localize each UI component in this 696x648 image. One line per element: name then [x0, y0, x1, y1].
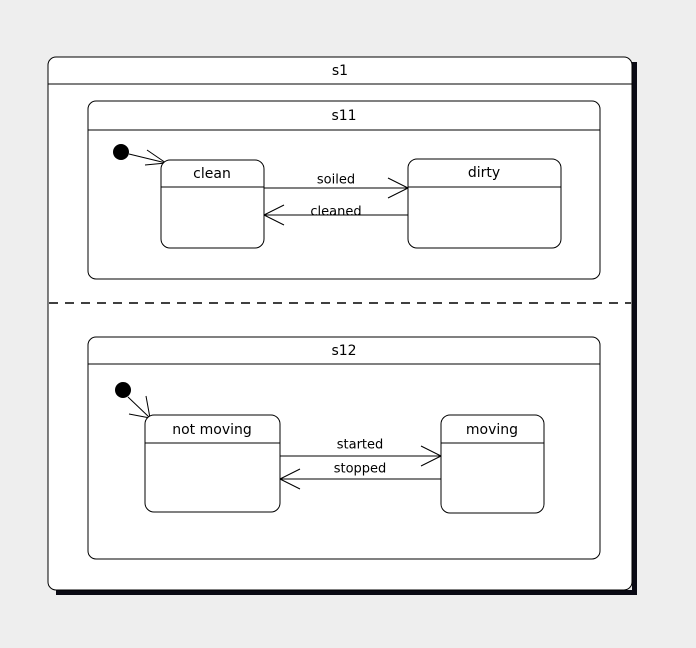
s12-initial-state-marker[interactable]: [115, 382, 131, 398]
state-dirty-label: dirty: [468, 165, 500, 181]
s1-border[interactable]: [47, 56, 633, 591]
state-clean-label: clean: [193, 166, 231, 182]
state-dirty-background: [408, 159, 561, 248]
transition-soiled-arrowhead: [387, 177, 409, 199]
s11-initial-state-marker[interactable]: [113, 144, 129, 160]
state-clean-background: [161, 160, 264, 248]
s12-border[interactable]: [87, 336, 601, 560]
transition-cleaned-arrowhead: [263, 204, 285, 226]
state-dirty-border[interactable]: [407, 158, 562, 249]
s12-title: s12: [331, 343, 356, 359]
state-not-moving-background: [145, 415, 280, 512]
transition-soiled-label: soiled: [317, 173, 355, 188]
state-not-moving-label: not moving: [172, 422, 252, 438]
state-moving-border[interactable]: [440, 414, 545, 514]
state-clean-border[interactable]: [160, 159, 265, 249]
transition-started-arrowhead: [420, 445, 442, 467]
state-moving-label: moving: [466, 422, 518, 438]
s11-initial-transition-line: [128, 153, 167, 164]
s11-border[interactable]: [87, 100, 601, 280]
transition-cleaned-label: cleaned: [310, 205, 361, 220]
state-not-moving-border[interactable]: [144, 414, 281, 513]
s12-initial-transition-line: [127, 396, 151, 419]
s11-title: s11: [331, 108, 356, 124]
state-moving-background: [441, 415, 544, 513]
transition-stopped-arrowhead: [279, 468, 301, 490]
s1-title: s1: [332, 63, 348, 79]
s12-initial-transition-arrowhead: [128, 395, 151, 419]
transition-started-label: started: [337, 438, 384, 453]
transition-stopped-label: stopped: [334, 462, 387, 477]
